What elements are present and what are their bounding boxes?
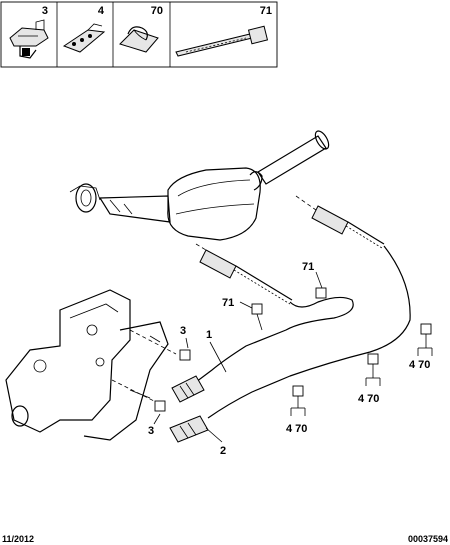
callout-1: 1 bbox=[206, 329, 212, 341]
callout-3-lower-box bbox=[154, 400, 166, 412]
cable-clip-icon bbox=[62, 23, 106, 53]
connector-1 bbox=[171, 375, 205, 403]
callout-470-a: 4 70 bbox=[286, 423, 307, 435]
parts-legend: 3 4 70 71 bbox=[0, 1, 278, 68]
clamp-clip-icon bbox=[119, 26, 159, 53]
callout-71-left-box bbox=[251, 303, 263, 315]
footer-date: 11/2012 bbox=[2, 534, 34, 544]
sensor-wiring bbox=[169, 245, 411, 443]
callout-71-left: 71 bbox=[222, 297, 234, 309]
legend-num-71: 71 bbox=[260, 5, 272, 17]
callout-470-c-box bbox=[420, 323, 432, 335]
callout-2: 2 bbox=[220, 445, 226, 457]
callout-3-lower: 3 bbox=[148, 425, 154, 437]
callout-470-a-box bbox=[292, 385, 304, 397]
callout-71-top-box bbox=[315, 287, 327, 299]
exhaust-pipe-assembly bbox=[69, 130, 330, 241]
connector-2 bbox=[169, 415, 209, 443]
cable-tie-icon bbox=[175, 25, 269, 57]
callouts: 71 71 1 2 3 3 4 70 4 70 bbox=[148, 261, 433, 457]
clip-bracket-icon bbox=[9, 19, 49, 59]
legend-num-3: 3 bbox=[42, 5, 48, 17]
upstream-oxygen-sensor bbox=[195, 243, 293, 305]
callout-470-b: 4 70 bbox=[358, 393, 379, 405]
legend-num-70: 70 bbox=[151, 5, 163, 17]
callout-3-upper-box bbox=[179, 349, 191, 361]
engine-bracket bbox=[5, 289, 177, 441]
callout-71-top: 71 bbox=[302, 261, 314, 273]
callout-3-upper: 3 bbox=[180, 325, 186, 337]
callout-470-c: 4 70 bbox=[409, 359, 430, 371]
footer-ref: 00037594 bbox=[408, 534, 448, 544]
callout-470-b-box bbox=[367, 353, 379, 365]
legend-num-4: 4 bbox=[98, 5, 105, 17]
downstream-oxygen-sensor bbox=[295, 195, 385, 249]
